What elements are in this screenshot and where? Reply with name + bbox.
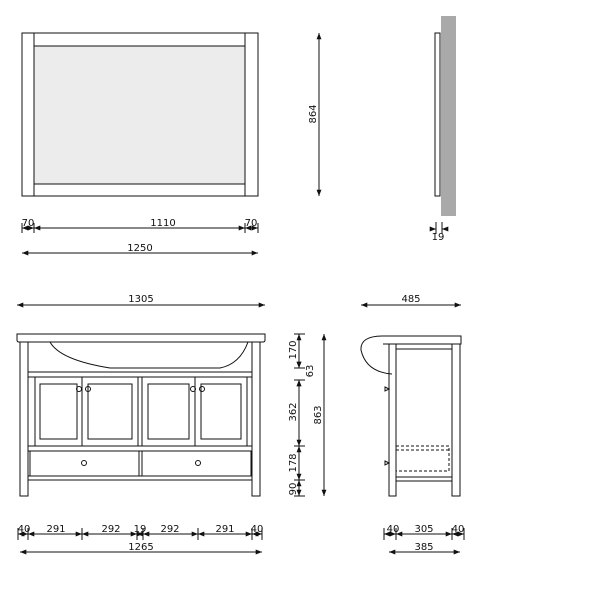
door-3 <box>141 376 196 447</box>
right-leg <box>251 341 261 497</box>
dim-height-drawers-label: 178 <box>288 453 299 472</box>
dim-mirror-height-label: 864 <box>308 104 319 123</box>
dim-front-seg-3: 292 <box>101 524 120 535</box>
knob <box>76 386 82 392</box>
drawer-1 <box>29 450 140 477</box>
cabinet-side-view <box>360 335 462 497</box>
dim-top-width-label: 1305 <box>128 294 153 305</box>
dim-front-segments: 40 291 292 19 292 291 40 <box>17 524 264 540</box>
dim-height-shelf-label: 63 <box>305 365 316 378</box>
dim-side-seg-2: 305 <box>414 524 433 535</box>
dim-mirror-frames: 70 1110 70 <box>21 218 259 233</box>
mirror-outer-frame <box>21 32 259 197</box>
door-4 <box>194 376 248 447</box>
door-1 <box>34 376 83 447</box>
dim-side-seg-3: 40 <box>452 524 465 535</box>
dim-front-seg-1: 40 <box>18 524 31 535</box>
side-front-leg <box>388 343 397 497</box>
knob <box>81 460 87 466</box>
dim-front-seg-4: 19 <box>134 524 147 535</box>
dim-top-width: 1305 <box>17 294 265 308</box>
dim-mirror-height: 864 <box>308 33 322 196</box>
dim-side-depth-top-label: 485 <box>401 294 420 305</box>
dim-side-depth-top: 485 <box>361 294 461 308</box>
dim-mirror-depth: 19 <box>429 222 449 243</box>
mirror-side-view <box>434 16 456 216</box>
dim-side-total: 385 <box>389 542 460 555</box>
dim-front-total-label: 1265 <box>128 542 153 553</box>
dim-height-chain: 170 63 362 178 90 <box>288 333 316 497</box>
dim-mirror-depth-label: 19 <box>432 232 445 243</box>
drawer-2 <box>141 450 252 477</box>
wall <box>441 16 456 216</box>
side-back-leg <box>451 343 461 497</box>
dim-front-seg-6: 291 <box>215 524 234 535</box>
dim-total-height-label: 863 <box>313 405 324 424</box>
mirror-glass <box>33 45 246 185</box>
dim-front-total: 1265 <box>20 542 262 555</box>
dim-side-seg-1: 40 <box>387 524 400 535</box>
knob <box>195 460 201 466</box>
basin <box>49 341 249 369</box>
dim-height-doors-label: 362 <box>288 402 299 421</box>
side-basin <box>360 335 393 375</box>
dim-front-seg-2: 291 <box>46 524 65 535</box>
drawer-hidden <box>396 445 450 472</box>
dim-mirror-frame-left: 70 <box>22 218 35 229</box>
countertop <box>16 333 266 343</box>
dim-mirror-frame-right: 70 <box>245 218 258 229</box>
mirror-profile <box>434 32 441 197</box>
dim-height-top-label: 170 <box>288 340 299 359</box>
dim-side-total-label: 385 <box>414 542 433 553</box>
knob <box>190 386 196 392</box>
dim-front-seg-7: 40 <box>251 524 264 535</box>
dim-height-plinth-label: 90 <box>288 483 299 496</box>
dim-mirror-total-width-label: 1250 <box>127 243 152 254</box>
dim-mirror-glass-width: 1110 <box>150 218 175 229</box>
dim-mirror-total-width: 1250 <box>22 243 258 256</box>
dim-front-seg-5: 292 <box>160 524 179 535</box>
dim-total-height: 863 <box>313 334 327 496</box>
knob <box>199 386 205 392</box>
mirror-front-view <box>21 32 259 197</box>
left-leg <box>19 341 29 497</box>
knob <box>85 386 91 392</box>
side-top <box>383 335 462 345</box>
dim-side-segments: 40 305 40 <box>383 524 465 540</box>
cabinet-front-view <box>16 333 266 497</box>
